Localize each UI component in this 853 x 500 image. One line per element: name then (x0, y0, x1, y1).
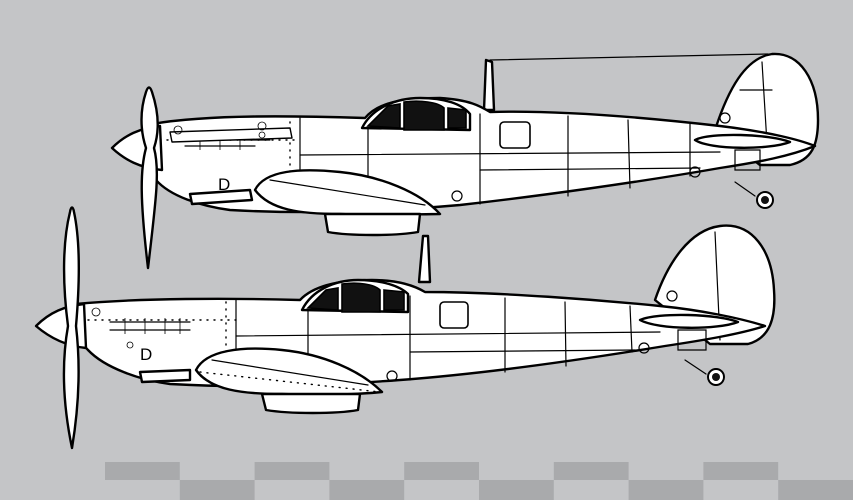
panel-mark-lower: D (140, 345, 152, 364)
scale-segment (254, 462, 330, 480)
scale-segment (105, 480, 181, 500)
radiator-lower (260, 392, 362, 415)
scale-segment (329, 462, 405, 480)
scale-segment (105, 462, 181, 480)
scale-segment (703, 462, 779, 480)
scale-segment (254, 480, 330, 500)
scale-segment (553, 462, 630, 480)
canopy-glass (403, 100, 445, 131)
radiator (323, 212, 422, 237)
wing-root-lower (194, 347, 384, 397)
aerial-wire (489, 53, 769, 61)
scale-segment (553, 480, 630, 500)
access-hatch-lower (439, 301, 469, 329)
scale-segment (329, 480, 405, 500)
scale-segment (479, 480, 555, 500)
access-hatch (499, 121, 531, 149)
panel-mark-upper: D (218, 175, 230, 194)
lower-aircraft: D (34, 206, 776, 450)
scale-segment (179, 462, 256, 480)
windscreen-lower (306, 287, 339, 311)
scale-segment (628, 462, 704, 480)
scale-bar (105, 462, 853, 500)
scale-segment (703, 480, 779, 500)
tailplane-lower (638, 313, 740, 329)
windscreen (366, 103, 401, 129)
scale-segment (404, 480, 480, 500)
upper-aircraft: D (110, 52, 820, 270)
tailplane (693, 133, 792, 149)
propeller-lower (62, 206, 80, 450)
aerial-mast (482, 58, 496, 112)
scale-segment (778, 462, 853, 480)
scale-segment (778, 480, 853, 500)
canopy-glass-lower (341, 282, 381, 313)
propeller (140, 86, 159, 270)
scale-segment (479, 462, 555, 480)
scale-segment (179, 480, 256, 500)
scale-segment (404, 462, 480, 480)
scale-segment (628, 480, 704, 500)
aerial-mast-lower (417, 234, 432, 284)
